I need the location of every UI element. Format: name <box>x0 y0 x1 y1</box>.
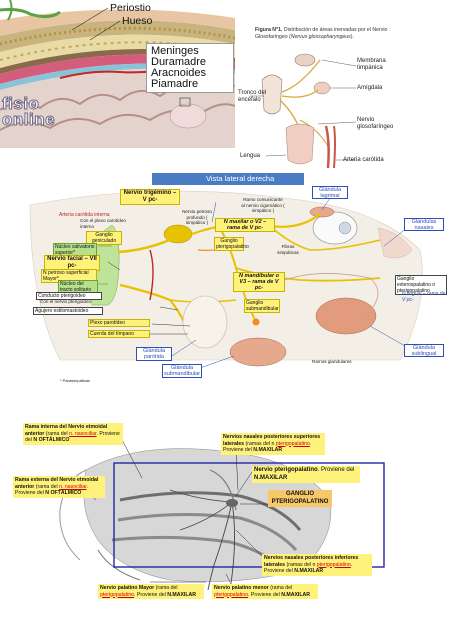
fibras-simpaticas-label: Fibras simpáticas <box>277 244 299 255</box>
rama-externa-text-1: (rama del <box>34 483 60 490</box>
posteriores-sup-link: pterigopalatino <box>275 440 310 447</box>
rama-interna-text-2: . Proviene del <box>25 430 120 444</box>
glandula-lagrimal-label: Glándula lagrimal <box>312 186 348 199</box>
posteriores-inf-source: N.MAXILAR <box>294 568 324 574</box>
periostio-label: Periostio <box>110 2 151 14</box>
palatino-mayor-source: N.MAXILAR <box>167 591 197 598</box>
meninges-legend: Meninges Duramadre Aracnoides Piamadre <box>146 43 234 93</box>
membrana-timpanica-label: Membrana timpánica <box>357 58 386 71</box>
petroso-profundo-label: Nervio petroso profundo ( simpático ) <box>182 209 212 225</box>
hueso-label: Hueso <box>122 15 153 27</box>
plexo-carotideo-label: Con el plexo carotídeo interno <box>80 218 126 229</box>
piamadre-label: Piamadre <box>151 78 199 90</box>
ganglio-pterigopalatino-label: Ganglio pterigopalatino <box>214 237 249 251</box>
rama-interna-title: Rama interna del Nervio etmoidal anterio… <box>25 424 108 437</box>
posteriores-inf-text-2: . Proviene del <box>264 561 353 575</box>
lateral-view-header: Vista lateral derecha <box>152 173 304 185</box>
palatino-mayor-link: pterigopalatino <box>100 591 135 598</box>
palatino-menor-link: pterigopalatino <box>214 591 249 598</box>
watermark-word-2: online <box>1 110 56 130</box>
caption-end: ). <box>350 34 354 40</box>
palatino-menor-title: Nervio palatino menor <box>214 585 269 591</box>
ramo-comunicante-label: Ramo comunicante al nervio cigomático ( … <box>241 197 285 213</box>
palatino-mayor-title: Nervio palatino Mayor <box>100 585 155 591</box>
rama-externa-text-2: . Proviene del <box>15 483 88 497</box>
amigdala-label: Amígdala <box>357 85 383 91</box>
nervio-glosofaringeo-label: Nervio glosofaríngeo <box>357 117 394 130</box>
rama-interna-link: n. nasociliar <box>69 430 97 437</box>
ganglio-exterospalatino-label: Ganglio exterospalatino o pterigopalatin… <box>395 275 447 295</box>
pterigopalatino-source: N.MAXILAR <box>254 474 288 481</box>
palatino-mayor-label: Nervio palatino Mayor (rama del pterigop… <box>98 584 204 599</box>
caption-text-1: Distribución de áreas inervadas por el N… <box>282 27 388 33</box>
nervio-facial-label: Nervio facial – VII pc- <box>44 255 100 271</box>
palatino-mayor-text-2: . Proviene del <box>134 591 168 598</box>
duramadre-label: Duramadre <box>151 56 207 68</box>
rama-interna-text-1: (rama del <box>44 430 70 437</box>
meninges-panel: Periostio Hueso Meninges Duramadre Aracn… <box>0 0 235 148</box>
posteriores-sup-text-2: . Proviene del <box>223 440 312 454</box>
posteriores-inf-title: Nervios nasales posteriores inferiores l… <box>264 555 359 568</box>
meninges-label: Meninges <box>151 45 199 57</box>
caption-figure-number: Figura N°1. <box>255 27 283 33</box>
caption-italic: Nervus glossopharyngeus <box>290 34 351 40</box>
arteria-carotida-interna-label: Arteria carótida interna <box>59 212 110 218</box>
cuerda-timpano-label: Cuerda del tímpano <box>88 330 150 338</box>
nasales-posteriores-superiores-label: Nervios nasales posteriores superiores l… <box>221 433 325 455</box>
ganglio-geniculado-label: Ganglio geniculado <box>86 231 122 245</box>
posteriores-sup-source: N.MAXILAR <box>253 447 283 453</box>
aracnoides-label: Aracnoides <box>151 67 207 79</box>
lengua-label: Lengua <box>240 153 261 159</box>
agujero-estilomastoideo-label: Agujero estilomastoideo <box>33 307 103 315</box>
rama-externa-etmoidal-label: Rama externa del Nervio etmoidal anterio… <box>13 476 105 498</box>
ganglio-pterigopalatino-box: GANGLIO PTERIGOPALATINO <box>268 490 332 507</box>
arteria-carotida-label: Arteria carótida <box>343 157 384 163</box>
footnote: * Parasimpáticas <box>60 378 91 383</box>
palatino-menor-text-2: . Proviene del <box>248 591 282 598</box>
posteriores-sup-text-1: (ramas del n <box>244 440 276 447</box>
rama-interna-etmoidal-label: Rama interna del Nervio etmoidal anterio… <box>23 423 123 445</box>
nervio-pterigoideo-label: Con el nervio pterigoideo <box>40 299 92 304</box>
palatino-menor-label: Nervio palatino menor (rama del pterigop… <box>212 584 318 599</box>
conducto-pterigoideo-label: Conducto pterigoideo <box>36 292 102 300</box>
tracto-solitario-label: Núcleo del tracto solitario <box>58 280 98 294</box>
caption-text-2: Glosofaríngeo ( <box>255 34 291 40</box>
mandibular-label: N mandibular o V3 – rama de V pc- <box>233 272 285 292</box>
glandulas-nasales-label: Glándulas nasales <box>404 218 444 231</box>
posteriores-inf-link: pterigopalatino <box>316 561 351 568</box>
rama-externa-link: n. nasociliar <box>59 483 87 490</box>
glandula-submandibular-label: Glándula submandibular <box>162 364 202 378</box>
pterigopalatino-text-1: . Proviene del <box>317 467 355 473</box>
nervio-pterigopalatino-label: Nervio pterigopalatino. Proviene del N.M… <box>252 466 360 483</box>
glandula-sublingual-label: Glándula sublingual <box>404 344 444 357</box>
rama-externa-source: N OFTÁLMICO <box>45 490 82 496</box>
posteriores-inf-text-1: (ramas del n <box>285 561 317 568</box>
trigemino-label: Nervio trigémino – V pc- <box>120 189 180 205</box>
glandula-parotida-label: Glándula parótida <box>136 347 172 361</box>
rama-interna-source: N OFTÁLMICO <box>33 437 70 443</box>
plexo-parotideo-label: Plexo parotídeo <box>88 319 150 327</box>
ganglio-submandibular-label: Ganglio submandibular <box>244 299 280 313</box>
pterigopalatino-title: Nervio pterigopalatino <box>254 467 318 473</box>
rama-externa-title: Rama externa del Nervio etmoidal anterio… <box>15 477 99 490</box>
glossopharyngeal-caption: Figura N°1. Distribución de áreas inerva… <box>255 27 445 41</box>
watermark-word-1: fisio <box>1 94 40 114</box>
tronco-encefalo-label: Tronco del encéfalo <box>238 90 267 103</box>
maxilar-label: N maxilar o V2 – rama de V pc- <box>215 218 275 232</box>
posteriores-sup-title: Nervios nasales posteriores superiores l… <box>223 434 321 447</box>
nasales-posteriores-inferiores-label: Nervios nasales posteriores inferiores l… <box>262 554 372 576</box>
palatino-menor-source: N.MAXILAR <box>281 591 311 598</box>
n-lingual-label: N lingual – rama de V pc- <box>402 291 446 303</box>
palatino-menor-text-1: (rama del <box>268 585 293 591</box>
palatino-mayor-text-1: (rama del <box>154 585 178 591</box>
ramos-glandulares-label: Ramos glandulares <box>312 359 352 364</box>
